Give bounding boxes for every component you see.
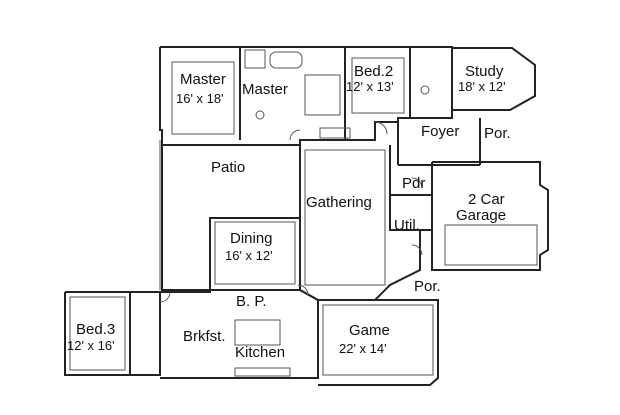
- room-label-game: Game: [349, 322, 390, 339]
- room-label-utility: Util.: [394, 217, 420, 234]
- toilet-icon: [255, 110, 265, 120]
- closet-shelf: [319, 127, 351, 139]
- room-label-patio: Patio: [211, 159, 246, 176]
- master-bed-inset: [171, 61, 235, 135]
- bathtub-icon: [269, 51, 303, 69]
- bed2-inset: [351, 57, 405, 114]
- room-dims-bed2: 12' x 13': [346, 79, 394, 94]
- room-label-gathering: Gathering: [306, 194, 372, 211]
- room-label-dining: Dining: [230, 230, 273, 247]
- room-dims-dining: 16' x 12': [225, 248, 273, 263]
- vanity-icon: [304, 74, 341, 116]
- room-label-garage-line1: 2 Car: [468, 191, 505, 208]
- dining-inset: [214, 221, 296, 285]
- room-dims-master-bed: 16' x 18': [176, 91, 224, 106]
- outer-wall-bed3: [64, 291, 161, 376]
- room-label-master-bath: Master: [242, 81, 288, 98]
- room-label-bp: B. P.: [236, 293, 267, 310]
- gathering-inset: [304, 149, 386, 286]
- room-dims-bed3: 12' x 16': [67, 338, 115, 353]
- outer-wall-garage: [431, 161, 549, 271]
- garage-door: [444, 224, 538, 266]
- room-label-kitchen: Kitchen: [235, 344, 286, 361]
- room-label-master-bed: Master: [180, 71, 226, 88]
- room-dims-game: 22' x 14': [339, 341, 387, 356]
- door-swing-icon: [411, 244, 423, 256]
- game-inset: [322, 304, 434, 376]
- shower-icon: [244, 49, 266, 69]
- kitchen-counter: [234, 367, 291, 377]
- room-label-breakfast: Brkfst.: [183, 328, 226, 345]
- room-label-foyer: Foyer: [421, 123, 460, 140]
- outer-wall-game: [318, 299, 439, 386]
- bed3-inset: [69, 296, 126, 371]
- door-swing-icon: [159, 291, 171, 303]
- door-swing-icon: [411, 177, 423, 189]
- room-label-bed2: Bed.2: [354, 63, 394, 80]
- room-label-porch-bottom: Por.: [414, 278, 441, 295]
- toilet-icon-2: [420, 85, 430, 95]
- door-swing-icon: [289, 129, 301, 141]
- room-label-bed3: Bed.3: [76, 321, 116, 338]
- room-label-pdr: Pdr: [402, 175, 426, 192]
- door-swing-icon: [297, 284, 309, 296]
- door-swing-icon: [374, 121, 388, 135]
- room-label-study: Study: [465, 63, 504, 80]
- kitchen-island: [234, 319, 281, 346]
- room-label-garage-line2: Garage: [456, 207, 507, 224]
- room-label-porch-top: Por.: [484, 125, 511, 142]
- room-dims-study: 18' x 12': [458, 79, 506, 94]
